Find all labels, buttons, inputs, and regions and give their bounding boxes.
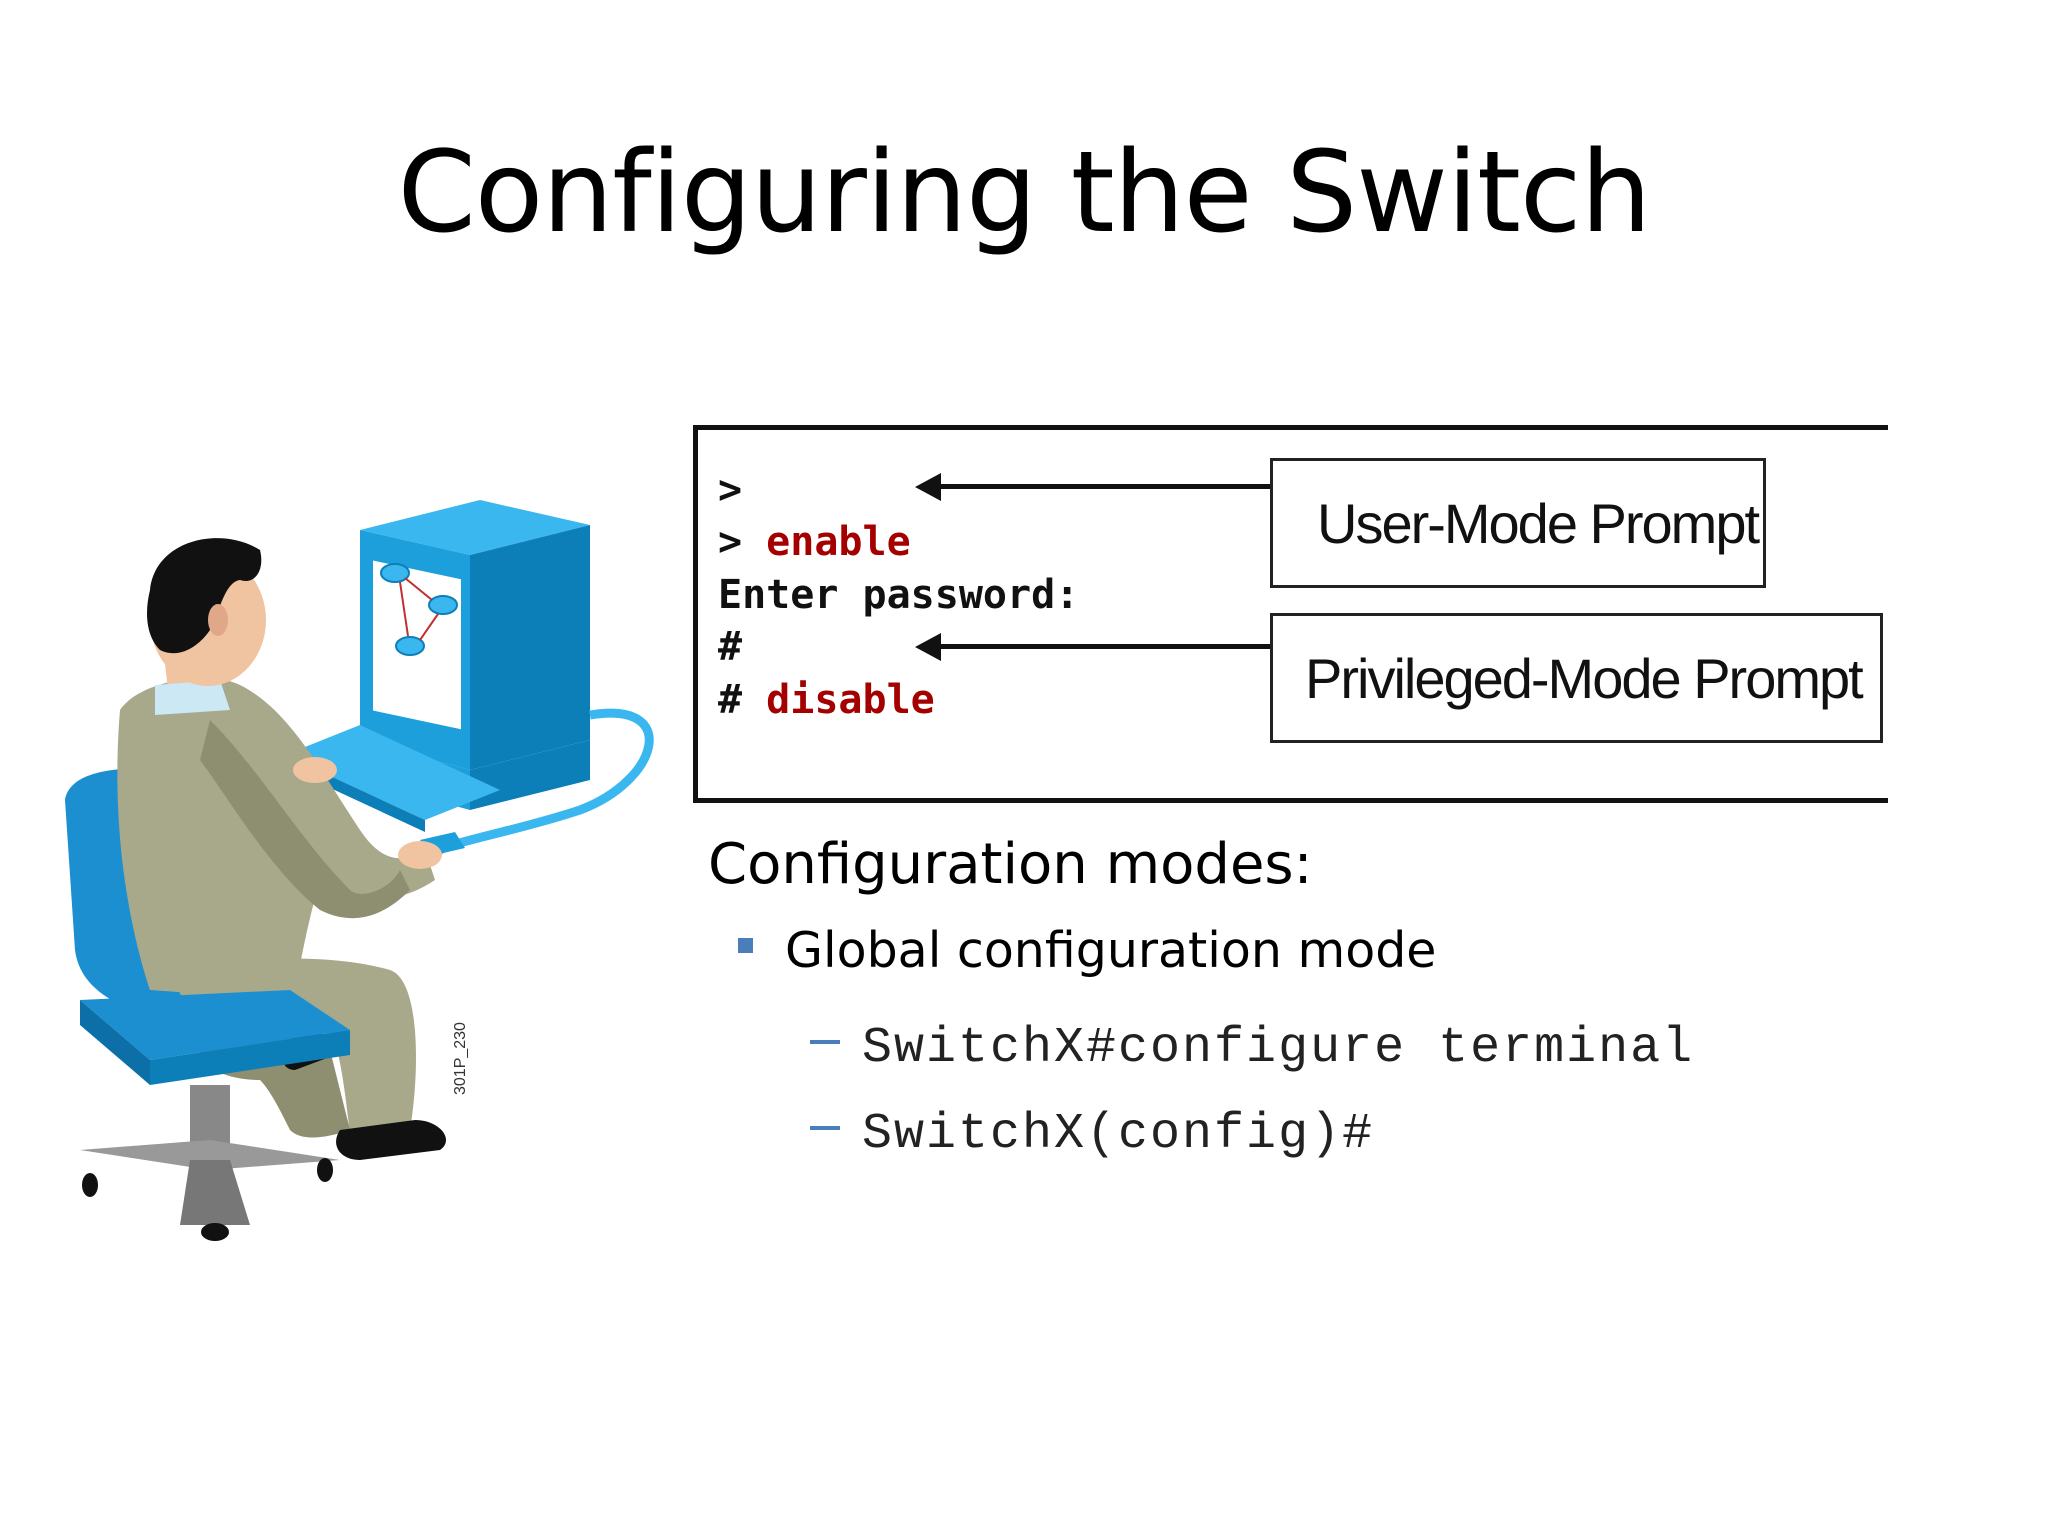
- cli-line: #: [718, 624, 743, 670]
- cli-line: > enable: [718, 519, 911, 565]
- cli-line: # disable: [718, 677, 935, 723]
- command-config-prompt: SwitchX(config)#: [862, 1106, 1375, 1163]
- network-topology-icon: [380, 563, 458, 656]
- command-configure-terminal: SwitchX#configure terminal: [862, 1020, 1695, 1077]
- network-admin-illustration: 301P_230: [65, 500, 654, 1241]
- privileged-mode-prompt-label: Privileged-Mode Prompt: [1270, 613, 1883, 743]
- arrow-line: [935, 484, 1270, 489]
- bullet-square-icon: [738, 938, 753, 953]
- bullet-global-config-mode: Global configuration mode: [785, 922, 1437, 979]
- arrow-left-icon: [915, 473, 941, 501]
- cli-line: Enter password:: [718, 572, 1080, 618]
- slide-title: Configuring the Switch: [397, 128, 1652, 258]
- user-mode-prompt-label: User-Mode Prompt: [1270, 458, 1766, 588]
- cli-line: >: [718, 467, 743, 513]
- figure-caption: 301P_230: [452, 1022, 469, 1095]
- configuration-modes-heading: Configuration modes:: [708, 832, 1313, 897]
- terminal-panel: [693, 425, 1888, 803]
- dash-icon: [810, 1040, 840, 1044]
- arrow-left-icon: [915, 633, 941, 661]
- arrow-line: [935, 644, 1270, 649]
- dash-icon: [810, 1126, 840, 1130]
